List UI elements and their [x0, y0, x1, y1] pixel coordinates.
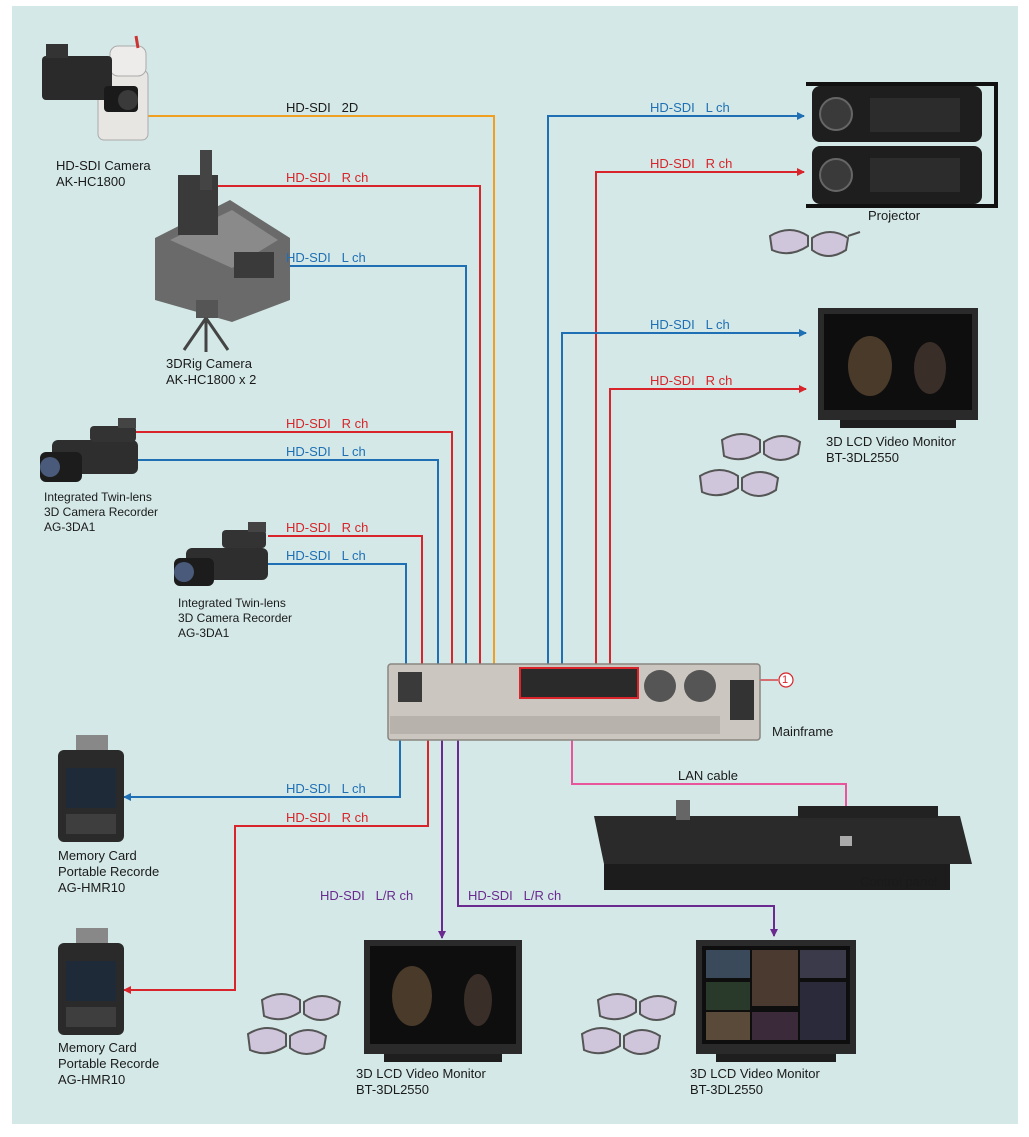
- caption-line: Mainframe: [772, 724, 834, 739]
- twin-lens-camera-1-image: [40, 418, 138, 482]
- caption-line: 3D LCD Video Monitor: [826, 434, 956, 449]
- label-proj-l: HD-SDI L ch: [650, 100, 730, 115]
- caption-line: 3D Camera Recorder: [44, 505, 159, 519]
- caption-line: AG-HMR10: [58, 880, 126, 895]
- caption-line: Memory Card: [58, 1040, 137, 1055]
- label-rig-l: HD-SDI L ch: [286, 250, 366, 265]
- caption-line: 3D LCD Video Monitor: [690, 1066, 820, 1081]
- label-rec1-l: HD-SDI L ch: [286, 781, 366, 796]
- label-tl1-r: HD-SDI R ch: [286, 416, 369, 431]
- caption-rig-camera: 3DRig Camera AK-HC1800 x 2: [166, 356, 256, 388]
- caption-monitor-top: 3D LCD Video Monitor BT-3DL2550: [826, 434, 956, 466]
- glasses-monitor-top: [698, 433, 802, 497]
- label-rec2-r: HD-SDI R ch: [286, 810, 369, 825]
- caption-line: AK-HC1800 x 2: [166, 372, 257, 387]
- mainframe-image: [387, 663, 761, 741]
- wire-rec2-r: [123, 728, 429, 994]
- glasses-monitor-bottom-2: [580, 993, 678, 1055]
- caption-mainframe: Mainframe: [772, 724, 833, 740]
- wire-mon-r: [609, 385, 807, 690]
- caption-projector: Projector: [868, 208, 920, 224]
- caption-line: 3D Camera Recorder: [178, 611, 293, 625]
- callout-circle: [778, 672, 794, 688]
- label-mon-l: HD-SDI L ch: [650, 317, 730, 332]
- wire-tl1-l: [135, 459, 442, 699]
- rig-camera-image: [155, 150, 290, 352]
- caption-line: Portable Recorde: [58, 864, 160, 879]
- label-cam-2d: HD-SDI 2D: [286, 100, 359, 115]
- hdsdi-camera-image: [42, 35, 149, 141]
- label-out-lr-2: HD-SDI L/R ch: [468, 888, 562, 903]
- wire-tl2-r: [268, 535, 426, 699]
- caption-line: Control panel: [860, 874, 938, 889]
- twin-lens-camera-2-image: [174, 522, 268, 586]
- wire-proj-r: [595, 168, 805, 690]
- wire-rig-l: [272, 265, 470, 699]
- label-mon-r: HD-SDI R ch: [650, 373, 733, 388]
- wire-tl2-l: [268, 563, 410, 699]
- monitor-bottom-2-image: [696, 940, 856, 1062]
- recorder-2-image: [58, 928, 124, 1035]
- label-tl2-l: HD-SDI L ch: [286, 548, 366, 563]
- monitor-top-image: [818, 308, 978, 428]
- label-tl2-r: HD-SDI R ch: [286, 520, 369, 535]
- caption-line: BT-3DL2550: [690, 1082, 763, 1097]
- wire-rec1-l: [123, 728, 401, 801]
- caption-twin-lens-2: Integrated Twin-lens 3D Camera Recorder …: [178, 596, 292, 641]
- caption-line: Integrated Twin-lens: [178, 596, 286, 610]
- caption-recorder-1: Memory Card Portable Recorde AG-HMR10: [58, 848, 159, 896]
- caption-line: AG-3DA1: [44, 520, 96, 534]
- caption-monitor-bottom-1: 3D LCD Video Monitor BT-3DL2550: [356, 1066, 486, 1098]
- caption-recorder-2: Memory Card Portable Recorde AG-HMR10: [58, 1040, 159, 1088]
- glasses-projector: [768, 229, 861, 257]
- wire-rig-r: [218, 185, 484, 699]
- glasses-monitor-bottom-1: [246, 993, 342, 1055]
- caption-line: BT-3DL2550: [356, 1082, 429, 1097]
- caption-control-panel: Control panel: [860, 874, 937, 890]
- caption-line: AG-HMR10: [58, 1072, 126, 1087]
- caption-line: Portable Recorde: [58, 1056, 160, 1071]
- caption-line: AK-HC1800: [56, 174, 126, 189]
- recorder-1-image: [58, 735, 124, 842]
- label-out-lr-1: HD-SDI L/R ch: [320, 888, 414, 903]
- label-lan: LAN cable: [678, 768, 738, 783]
- caption-line: AG-3DA1: [178, 626, 230, 640]
- wire-lan: [571, 728, 847, 816]
- caption-line: Integrated Twin-lens: [44, 490, 152, 504]
- wire-proj-l: [547, 112, 805, 690]
- label-rig-r: HD-SDI R ch: [286, 170, 369, 185]
- wire-mon-l: [561, 329, 807, 690]
- caption-line: 3D LCD Video Monitor: [356, 1066, 486, 1081]
- wire-tl1-r: [135, 431, 456, 699]
- caption-line: Memory Card: [58, 848, 137, 863]
- wire-out-lr-2: [457, 728, 778, 937]
- projector-image: [806, 82, 998, 208]
- control-panel-image: [594, 800, 972, 890]
- label-proj-r: HD-SDI R ch: [650, 156, 733, 171]
- caption-line: HD-SDI Camera: [56, 158, 151, 173]
- caption-twin-lens-1: Integrated Twin-lens 3D Camera Recorder …: [44, 490, 158, 535]
- caption-line: 3DRig Camera: [166, 356, 252, 371]
- monitor-bottom-1-image: [364, 940, 522, 1062]
- caption-hdsdi-camera: HD-SDI Camera AK-HC1800: [56, 158, 151, 190]
- caption-line: Projector: [868, 208, 921, 223]
- callout-number: 1: [782, 674, 789, 686]
- caption-monitor-bottom-2: 3D LCD Video Monitor BT-3DL2550: [690, 1066, 820, 1098]
- caption-line: BT-3DL2550: [826, 450, 899, 465]
- label-tl1-l: HD-SDI L ch: [286, 444, 366, 459]
- wire-cam-2d: [148, 115, 498, 699]
